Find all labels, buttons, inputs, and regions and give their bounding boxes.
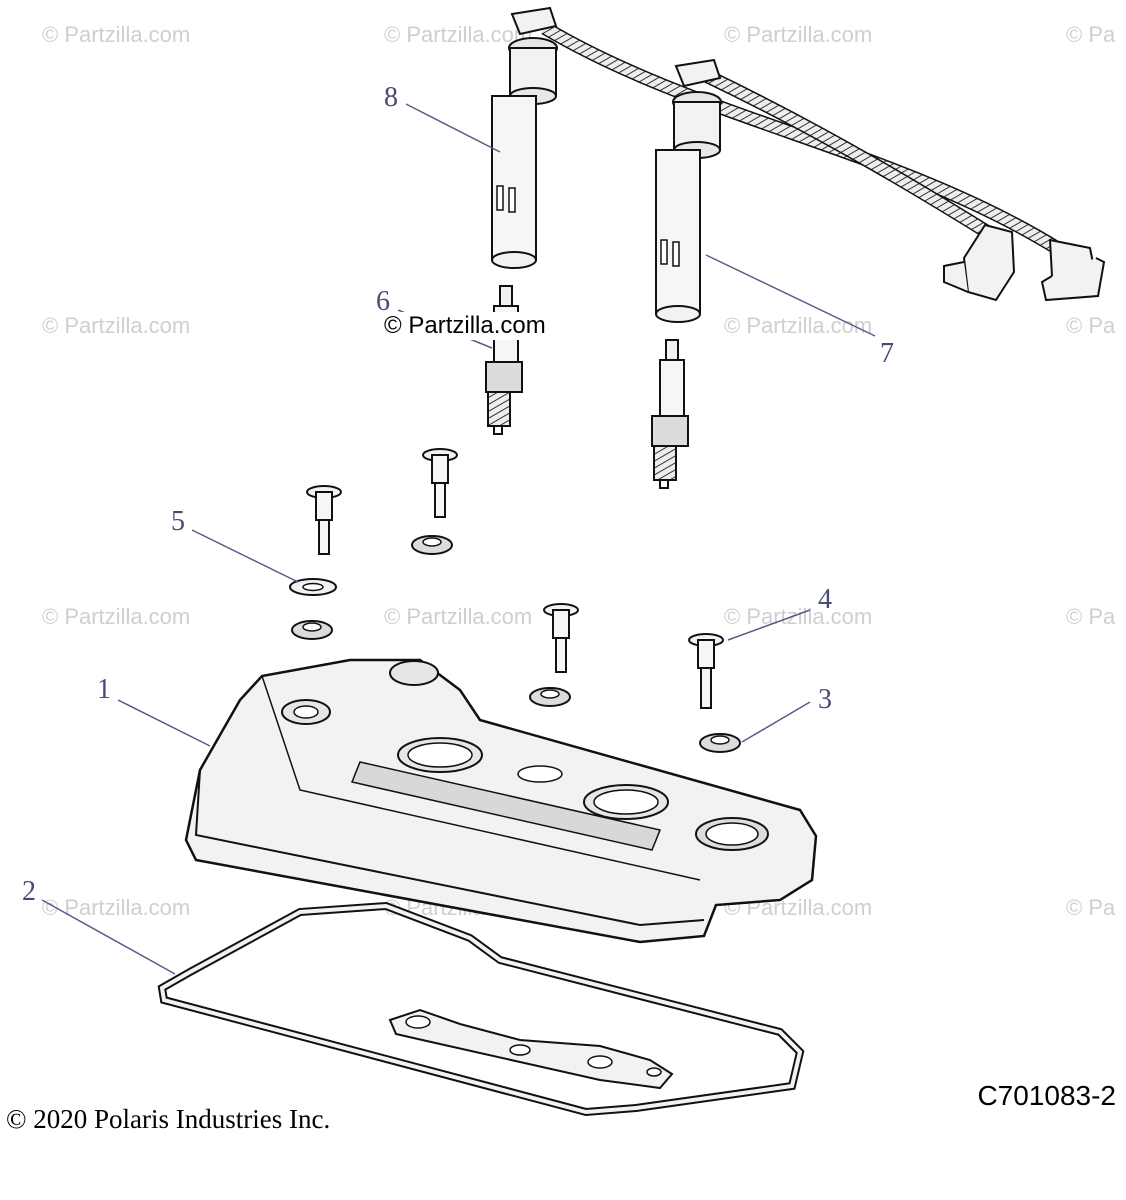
watermark: © Partzilla.com [724,22,873,47]
ignition-boot-7 [655,58,722,323]
spark-plug-right [651,339,689,489]
callout-4: 4 [818,584,832,615]
watermark: © Partzilla.com [42,604,191,629]
valve-cover [184,658,818,944]
watermark: © Pa [1066,22,1116,47]
callout-3: 3 [818,684,832,715]
valve-cover-gasket [157,901,805,1117]
watermark: © Pa [1066,895,1116,920]
watermark: © Pa [1066,313,1116,338]
watermark: © Partzilla.com [42,22,191,47]
callout-6: 6 [376,286,390,317]
callout-8: 8 [384,82,398,113]
grommets [291,535,741,753]
callout-1: 1 [97,674,111,705]
washer [289,578,337,596]
watermark: © Partzilla.com [42,313,191,338]
spark-plug-left [485,285,523,435]
callout-7: 7 [880,338,894,369]
bolts [306,448,724,709]
watermark: © Partzilla.com [384,22,533,47]
watermark: © Partzilla.com [384,604,533,629]
watermark: © Pa [1066,604,1116,629]
spark-plug-wire-long [541,21,1106,302]
callout-5: 5 [171,506,185,537]
watermark: © Partzilla.com [42,895,191,920]
watermark: © Partzilla.com [724,313,873,338]
watermark-center: © Partzilla.com [384,312,546,340]
spark-plug-wire-short [701,68,1016,302]
copyright-notice: © 2020 Polaris Industries Inc. [6,1104,331,1134]
watermark: © Partzilla.com [724,604,873,629]
diagram-part-number: C701083-2 [977,1080,1116,1111]
callout-2: 2 [22,876,36,907]
ignition-boot-8 [491,6,558,269]
